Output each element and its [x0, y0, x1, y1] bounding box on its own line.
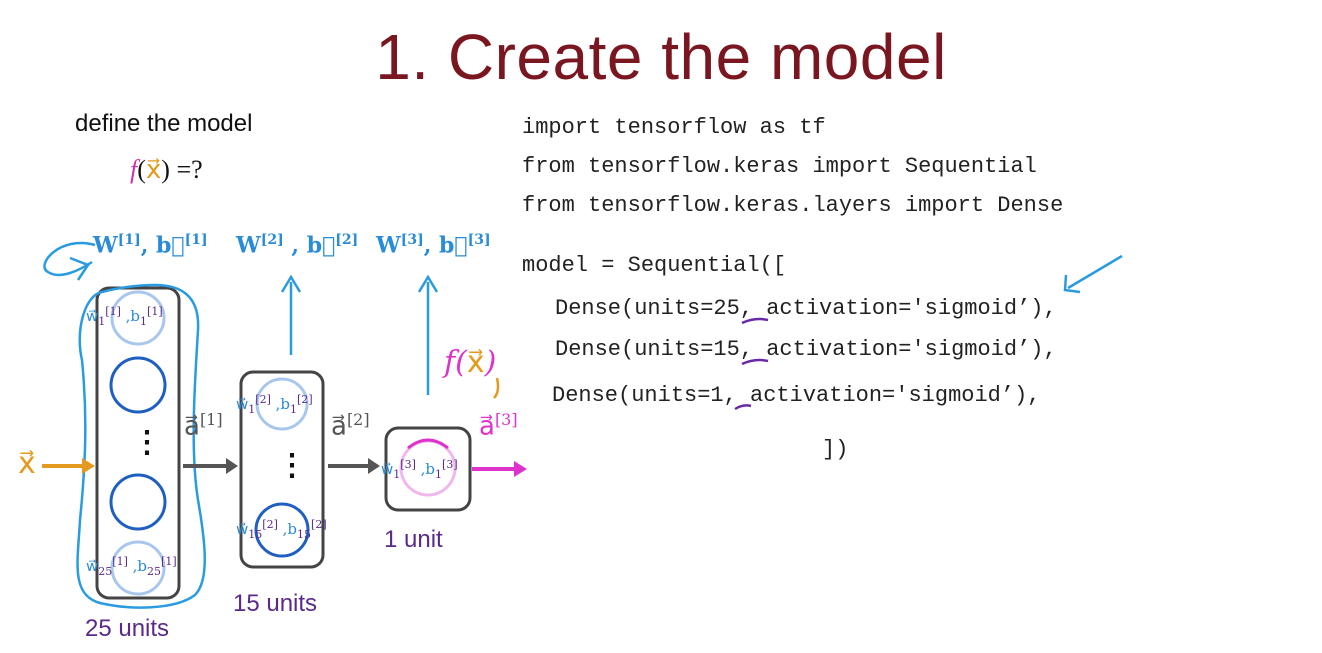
code-line-2: from tensorflow.keras import Sequential — [522, 154, 1037, 179]
code-line-5: Dense(units=25, activation='sigmoid’), — [555, 296, 1057, 321]
underline-1 — [734, 404, 752, 411]
slide-title: 1. Create the model — [375, 21, 947, 93]
layer2-box — [239, 370, 325, 569]
question-tail: ) =? — [161, 155, 203, 184]
layer1-params: W[1], b⃗[1] — [93, 232, 208, 259]
layer3-box — [384, 426, 472, 512]
layer1-bottom-neuron-params: w⃗25[1] ,b25[1] — [86, 555, 177, 578]
code-line-6: Dense(units=15, activation='sigmoid’), — [555, 337, 1057, 362]
a2-label: a⃗[2] — [331, 410, 370, 442]
layer3-units-label: 1 unit — [384, 526, 443, 553]
a3-label: a⃗[3] — [479, 410, 518, 442]
layer1-neuron-4 — [110, 540, 166, 596]
layer2-top-neuron-params: w⃗1[2] ,b1[2] — [236, 393, 313, 416]
a1-label: a⃗[1] — [184, 410, 223, 442]
underline-15 — [741, 358, 769, 366]
code-line-3: from tensorflow.keras.layers import Dens… — [522, 193, 1064, 218]
layer2-ellipsis: ⋮ — [277, 449, 307, 482]
annotation-arrow-icon — [1067, 254, 1123, 290]
layer2-params: W[2] , b⃗[2] — [236, 232, 359, 259]
layer1-neuron-1 — [110, 290, 166, 346]
w2-up-arrowhead-icon — [280, 274, 302, 293]
input-x-label: x⃗ — [18, 446, 36, 481]
model-question: f(x⃗) =? — [130, 155, 203, 185]
layer2-units-label: 15 units — [233, 590, 318, 617]
layer3-neuron-accent — [407, 438, 449, 450]
annotation-arrowhead-icon — [1063, 274, 1081, 294]
input-arrowhead-icon — [82, 458, 95, 474]
layer1-top-neuron-params: w⃗1[1] ,b1[1] — [86, 305, 163, 328]
fx-down-arrow — [493, 377, 500, 399]
layer2-bottom-neuron-params: w⃗15[2] ,b15[2] — [236, 518, 327, 541]
code-line-1: import tensorflow as tf — [522, 115, 826, 140]
code-line-8: ]) — [822, 437, 849, 462]
code-line-4: model = Sequential([ — [522, 253, 787, 278]
code-line-7: Dense(units=1, activation='sigmoid’), — [552, 383, 1041, 408]
open-paren: ( — [137, 155, 146, 184]
layer2-neuron-2 — [254, 502, 310, 558]
layer1-highlight-loop — [43, 241, 206, 609]
a2-arrowhead-icon — [368, 458, 380, 474]
w3-up-arrowhead-icon — [417, 274, 439, 293]
layer1-box — [95, 286, 181, 600]
a1-arrowhead-icon — [226, 458, 238, 474]
f-symbol: f — [130, 155, 138, 184]
output-fx-annotation: f(x⃗) — [444, 345, 497, 380]
output-arrowhead-icon — [514, 461, 527, 477]
layer3-params: W[3], b⃗[3] — [376, 232, 491, 259]
layer1-ellipsis: ⋮ — [132, 426, 162, 459]
x-symbol: x⃗ — [145, 155, 162, 184]
layer3-neuron-params: w⃗1[3] ,b1[3] — [381, 458, 458, 481]
layer2-neuron-1 — [255, 377, 309, 431]
underline-25 — [741, 317, 769, 325]
layer1-neuron-2 — [109, 356, 167, 414]
layer1-neuron-3 — [109, 473, 167, 531]
layer1-units-label: 25 units — [85, 615, 170, 642]
define-model-label: define the model — [75, 110, 253, 137]
loop-arrowhead-icon — [69, 256, 90, 281]
